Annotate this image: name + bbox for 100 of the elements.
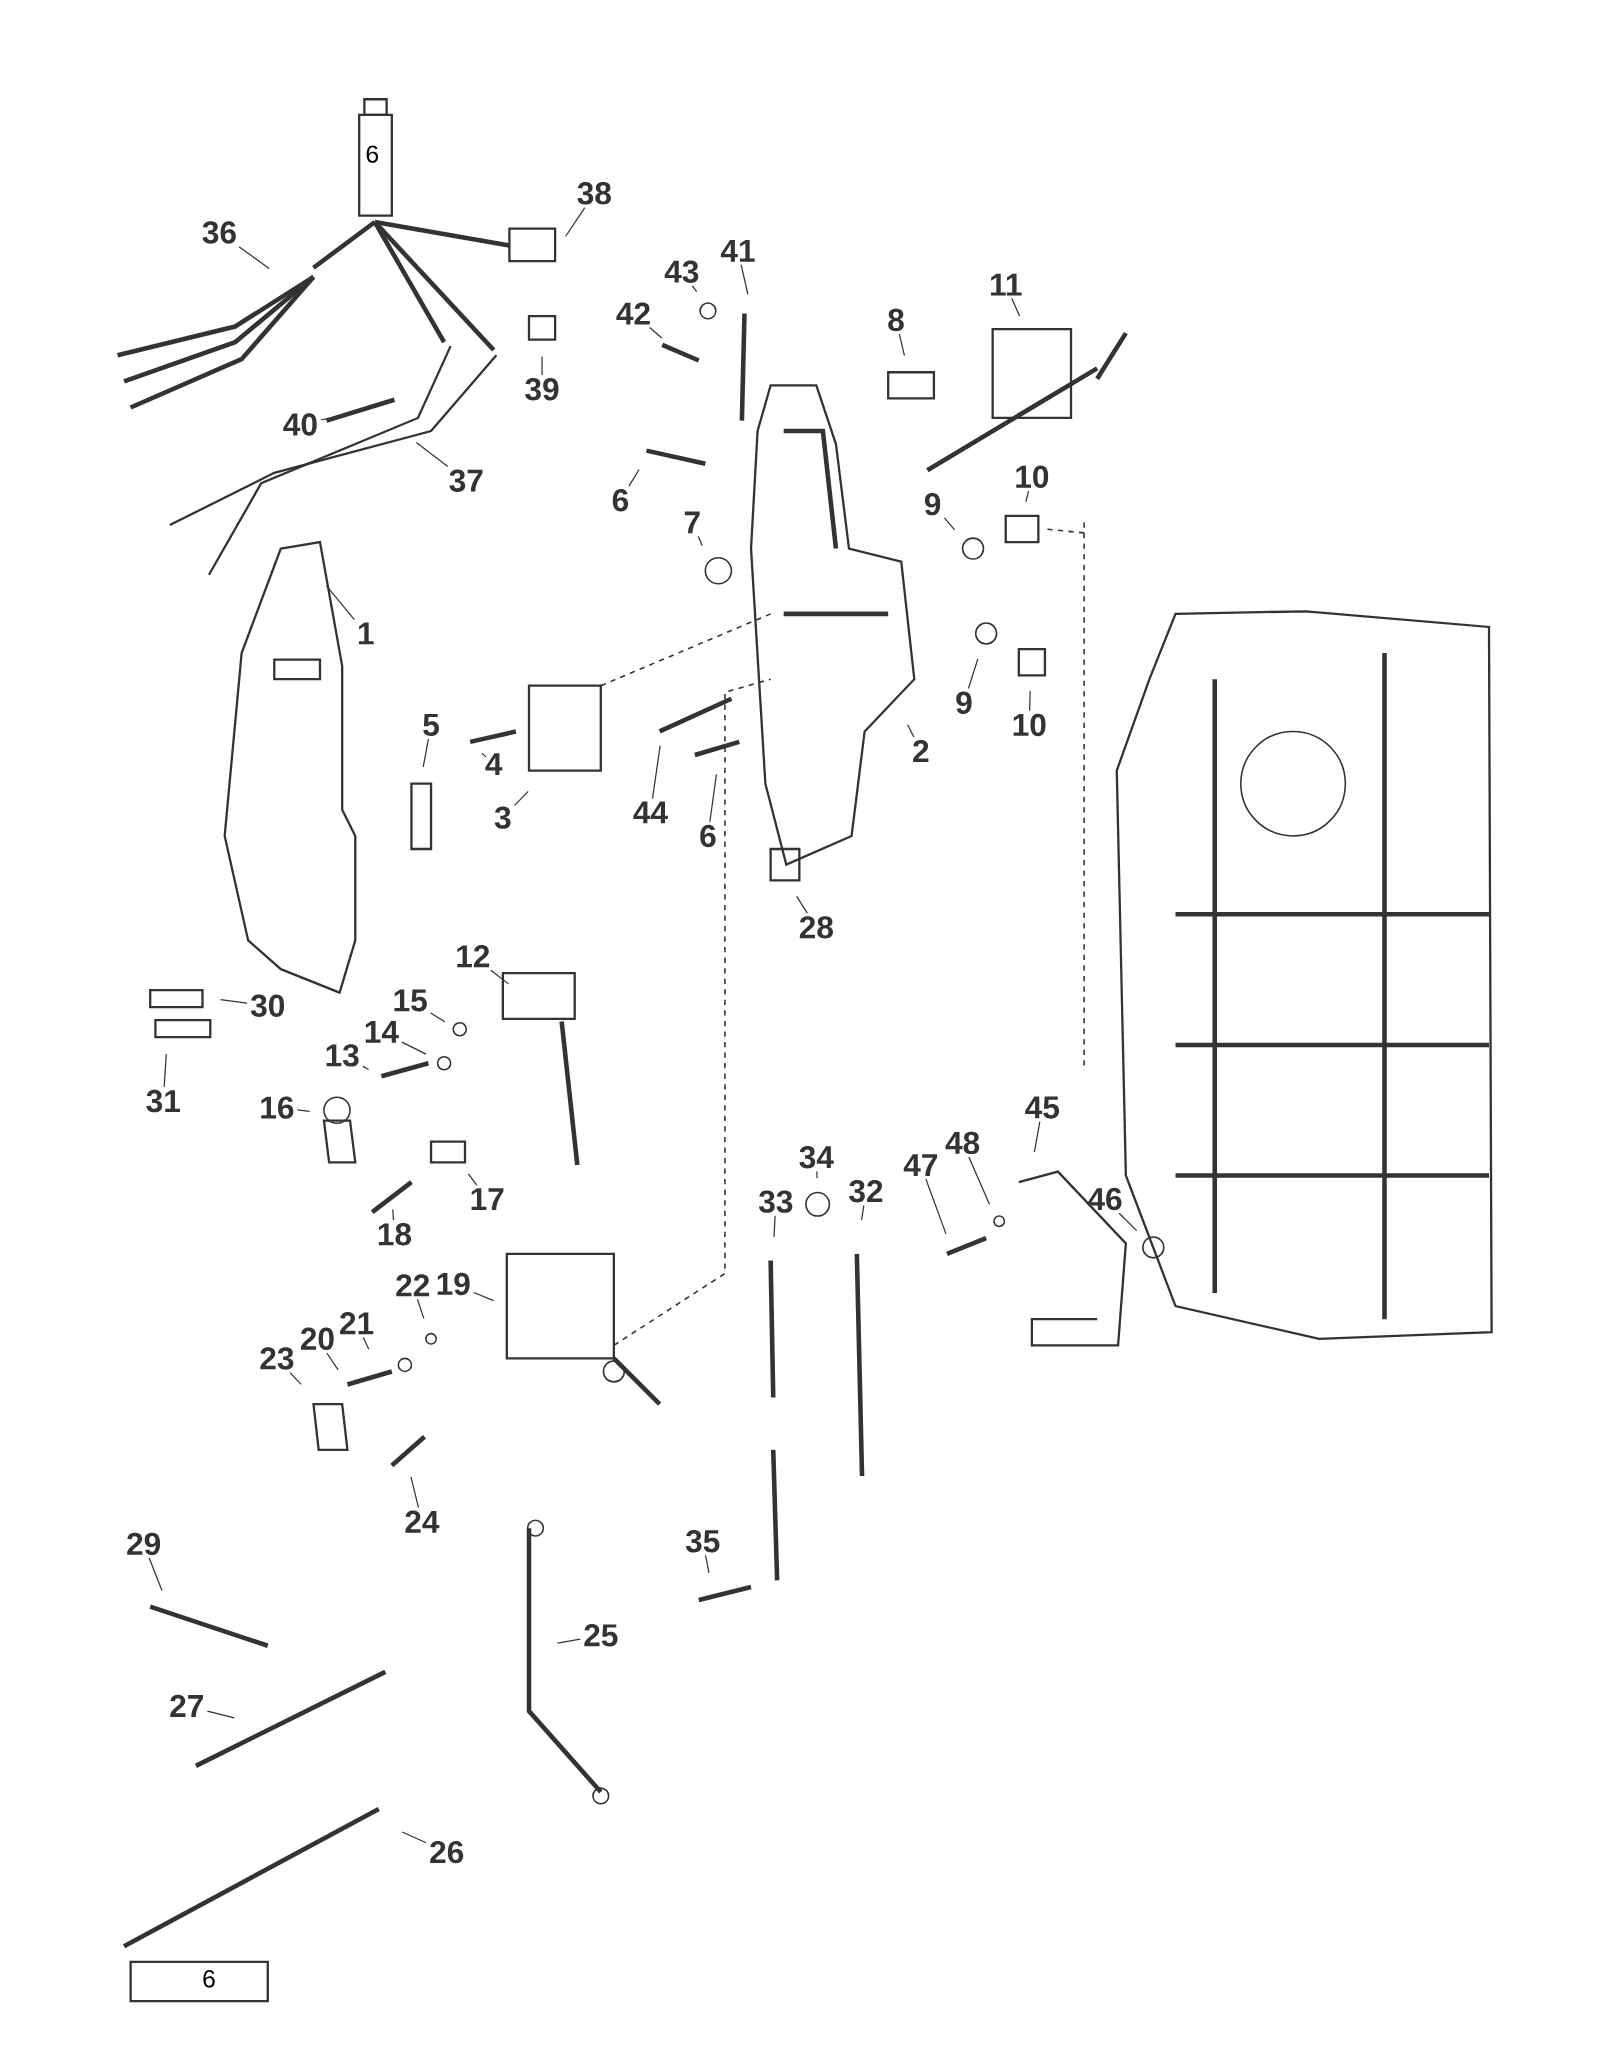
callout-number: 19 — [437, 1272, 470, 1296]
leader-line — [968, 1156, 991, 1205]
leader-line — [648, 326, 663, 339]
callout-number: 47 — [903, 1154, 937, 1176]
callout-number: 12 — [457, 945, 489, 968]
leader-line — [773, 1215, 776, 1238]
leader-line — [163, 1053, 167, 1088]
callout-number: 11 — [990, 273, 1022, 296]
callout-number: 26 — [430, 1840, 464, 1864]
callout-number: 36 — [202, 221, 236, 244]
leader-line — [473, 1291, 495, 1302]
callout-number: 16 — [261, 1096, 294, 1119]
leader-line — [410, 1476, 419, 1509]
callout-number: 1 — [358, 622, 374, 645]
leader-line — [401, 1041, 427, 1055]
callout-number: 39 — [525, 378, 559, 401]
callout-number: 38 — [577, 182, 611, 205]
leader-line — [925, 1178, 947, 1235]
leader-line — [416, 1298, 425, 1320]
leader-line — [422, 738, 429, 768]
callout-number: 30 — [250, 994, 284, 1017]
leader-line — [296, 1109, 311, 1112]
callout-number: 21 — [340, 1312, 374, 1335]
callout-number: 40 — [283, 413, 317, 436]
callout-number: 31 — [146, 1089, 180, 1113]
leader-line — [326, 1352, 339, 1371]
callout-number: 28 — [799, 916, 833, 939]
callout-number: 42 — [616, 302, 650, 325]
callout-number: 44 — [633, 801, 668, 824]
leader-line — [148, 1557, 163, 1592]
callout-number: 48 — [945, 1131, 980, 1155]
leader-line — [556, 1638, 581, 1644]
leader-line — [1118, 1212, 1138, 1232]
leader-line — [691, 285, 698, 293]
leader-line — [898, 333, 905, 357]
callout-number: 35 — [685, 1530, 720, 1553]
callout-number: 34 — [799, 1146, 834, 1169]
leader-line — [362, 1336, 370, 1350]
callout-number: 23 — [260, 1347, 294, 1370]
leader-line — [1025, 490, 1030, 503]
callout-number: 18 — [378, 1223, 411, 1246]
callout-number: 45 — [1025, 1096, 1059, 1119]
leader-line — [709, 773, 717, 823]
callout-number: 2 — [913, 739, 929, 763]
callout-number: 27 — [170, 1694, 203, 1717]
leader-line — [1028, 690, 1031, 712]
leader-line — [704, 1554, 710, 1574]
leader-line — [490, 969, 510, 985]
leader-line — [415, 441, 449, 468]
callout-number: 32 — [849, 1179, 883, 1203]
callout-number: 7 — [684, 511, 700, 534]
callout-number: 46 — [1087, 1187, 1122, 1211]
leader-line — [697, 535, 703, 547]
leader-line — [860, 1204, 865, 1221]
leader-line — [430, 1012, 446, 1023]
leader-line — [392, 1208, 395, 1221]
leader-line — [541, 355, 543, 376]
callout-number: 33 — [758, 1190, 793, 1213]
leader-line — [943, 517, 956, 531]
leader-line — [325, 585, 355, 621]
callout-number: 5 — [423, 713, 439, 736]
tube-label: 6 — [366, 145, 378, 163]
callout-number: 8 — [888, 308, 904, 332]
leader-line — [467, 1173, 478, 1186]
callout-number: 6 — [612, 489, 628, 512]
callout-number: 10 — [1013, 713, 1046, 737]
leader-line — [906, 724, 915, 738]
callout-number: 3 — [494, 806, 511, 829]
leader-line — [238, 246, 270, 270]
leader-line — [320, 417, 329, 421]
leader-line — [206, 1710, 235, 1719]
leader-line — [795, 895, 808, 914]
leader-line — [289, 1372, 302, 1386]
callout-number: 9 — [956, 691, 972, 714]
leader-line — [967, 658, 979, 690]
leader-line — [816, 1170, 818, 1179]
callout-number: 20 — [300, 1327, 334, 1350]
tube-label: 6 — [203, 1970, 215, 1988]
callout-number: 10 — [1016, 465, 1049, 488]
callout-number: 29 — [127, 1532, 160, 1556]
callout-number: 25 — [584, 1624, 618, 1647]
leader-line — [513, 790, 529, 807]
callout-number: 4 — [485, 753, 503, 775]
callout-number: 14 — [365, 1020, 399, 1043]
callout-number: 22 — [396, 1274, 429, 1297]
callout-number: 13 — [326, 1044, 359, 1067]
leader-line — [1011, 298, 1021, 317]
callout-number: 41 — [720, 239, 755, 262]
callout-number: 17 — [471, 1188, 504, 1210]
callout-number: 15 — [394, 989, 427, 1012]
callout-number: 9 — [924, 492, 941, 516]
leader-line — [481, 752, 487, 758]
callout-number: 37 — [449, 469, 483, 492]
leader-line — [628, 468, 640, 487]
callout-number: 24 — [405, 1510, 440, 1533]
leader-line — [1033, 1121, 1041, 1153]
leader-line — [651, 745, 661, 800]
callout-number: 6 — [700, 824, 716, 848]
leader-line — [565, 206, 586, 237]
leader-line — [740, 264, 749, 295]
